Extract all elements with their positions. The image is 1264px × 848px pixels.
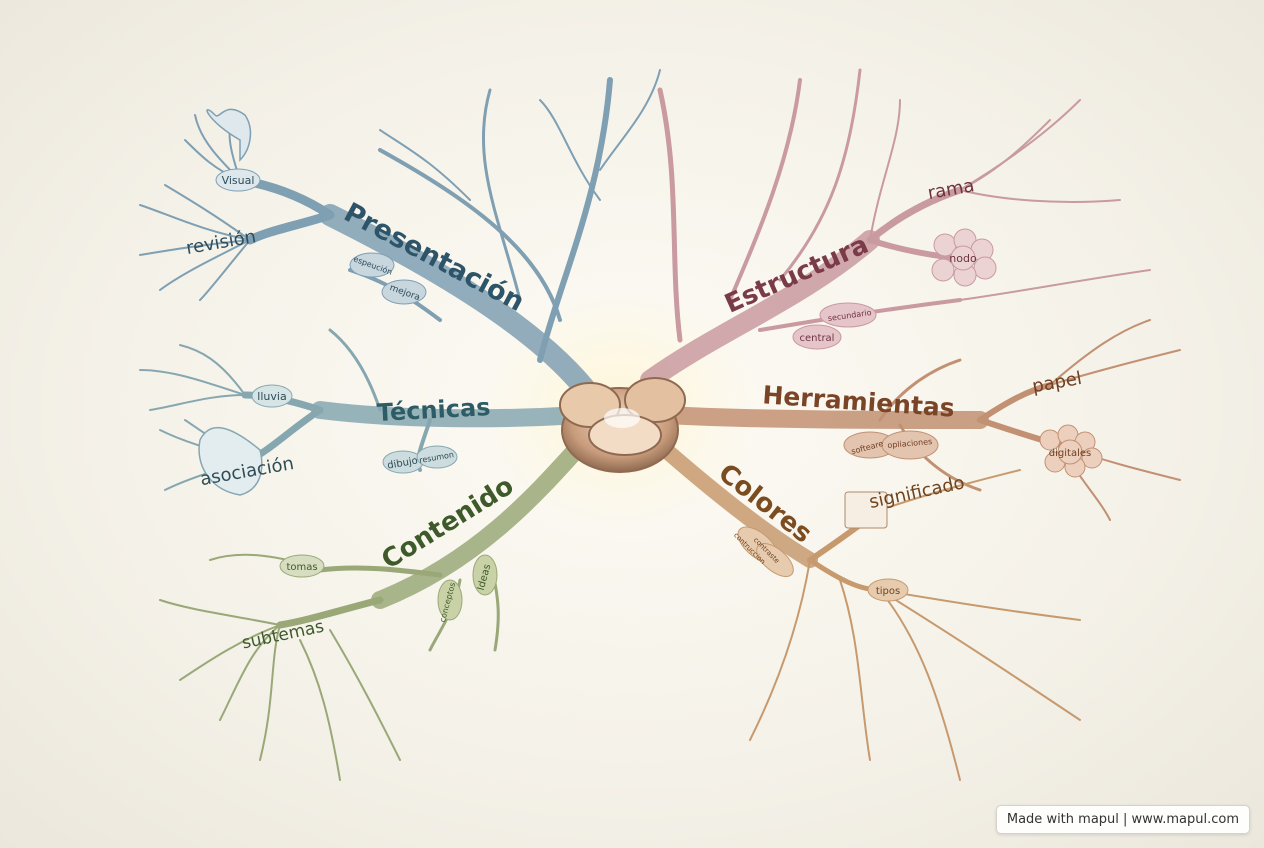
label-rama: rama (926, 175, 976, 204)
label-tipos: tipos (876, 586, 900, 597)
label-visual: Visual (222, 174, 255, 187)
label-significado: significado (867, 472, 966, 513)
label-papel: papel (1031, 368, 1084, 397)
mapul-footer-link[interactable]: Made with mapul | www.mapul.com (996, 805, 1250, 834)
label-nodo: nodo (949, 252, 977, 265)
label-lluvia: lluvia (257, 390, 286, 403)
label-digitales: digitales (1049, 448, 1091, 459)
label-central: central (800, 333, 835, 344)
label-tomas: tomas (286, 562, 317, 573)
label-tecnicas: Técnicas (376, 393, 491, 427)
branch-estructura (650, 70, 1150, 380)
